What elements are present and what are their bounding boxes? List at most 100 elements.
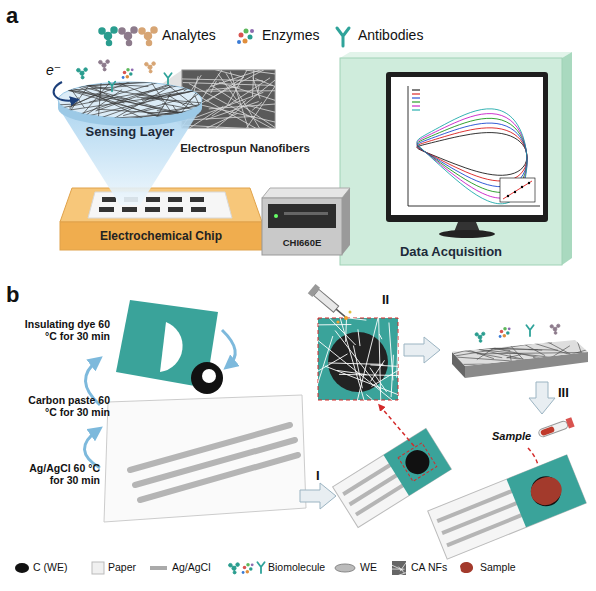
- biofunctional-layer: [526, 325, 533, 336]
- cv-curves: [417, 114, 527, 199]
- legend-icons-bottom: [229, 563, 240, 574]
- legend-icons-bottom: [392, 561, 406, 575]
- zoom-fibers: [379, 334, 381, 338]
- printing-steps: [191, 362, 223, 394]
- zoom-fibers: [318, 318, 324, 328]
- process-arrows: [404, 337, 440, 363]
- slab-fibers: [449, 335, 521, 352]
- instrument-box: [268, 204, 336, 228]
- sem-fibers: [258, 86, 259, 93]
- floating-biomolecules: [164, 73, 171, 84]
- disk-fibers: [124, 101, 176, 116]
- disk-fibers: [72, 81, 132, 105]
- biofunctional-layer: [550, 324, 560, 334]
- legend-entry: Antibodies: [358, 27, 423, 43]
- slab-fibers: [428, 335, 596, 371]
- electrochemical-chip-platform: [168, 197, 182, 202]
- monitor: [500, 178, 535, 202]
- legend-icons-top: [139, 27, 157, 46]
- zoom-fibers: [372, 368, 398, 386]
- legend-text: Antibodies: [358, 27, 423, 43]
- disk-fibers: [168, 95, 188, 108]
- disk-fibers: [65, 81, 221, 110]
- floating-biomolecules: [122, 68, 134, 79]
- electrospinning-zoom: [349, 311, 352, 314]
- slab-fibers: [513, 358, 596, 365]
- chip-with-sample: [526, 472, 565, 511]
- disk-fibers: [193, 77, 212, 86]
- disk-fibers: [68, 82, 151, 123]
- step-label: Carbon paste 60 °C for 30 min: [14, 394, 110, 418]
- legend-icons-top: [237, 29, 254, 45]
- legend-text: Ag/AgCl: [172, 561, 211, 573]
- legend-icons-bottom: [257, 562, 264, 573]
- printing-steps: [116, 300, 218, 388]
- disk-fibers: [37, 82, 176, 120]
- electrospinning-zoom: [336, 309, 345, 317]
- legend-text: WE: [360, 561, 377, 573]
- disk-fibers: [54, 83, 174, 123]
- sem-fibers: [246, 70, 275, 76]
- slab-fibers: [534, 357, 567, 369]
- legend-entry: CA NFs: [411, 561, 447, 573]
- printed-chip: [343, 463, 394, 495]
- disk-fibers: [80, 86, 154, 106]
- legend-text: Sample: [480, 561, 516, 573]
- electrochemical-chip-platform: [168, 207, 183, 212]
- zoom-fibers: [329, 363, 383, 364]
- cv-curves: [417, 123, 527, 187]
- slab-fibers: [434, 355, 574, 365]
- printing-steps: [84, 300, 306, 522]
- disk-fibers: [97, 109, 210, 116]
- floating-biomolecules: [145, 62, 156, 73]
- sem-fibers: [226, 74, 264, 128]
- floating-biomolecules: [99, 60, 110, 71]
- electrospinning-zoom: [308, 284, 349, 321]
- disk-fibers: [119, 83, 163, 101]
- electrochemical-chip-platform: [60, 222, 262, 250]
- electrospinning-zoom: [314, 289, 339, 312]
- slab-fibers: [493, 369, 566, 370]
- process-arrows: [529, 382, 555, 414]
- slab-fibers: [477, 340, 552, 343]
- disk-fibers: [195, 96, 204, 114]
- cv-curves: [412, 94, 420, 95]
- disk-fibers: [165, 96, 230, 114]
- electrospinning-zoom: [344, 316, 348, 320]
- panel-letter: a: [6, 3, 36, 28]
- disk-fibers: [176, 84, 202, 120]
- sem-fibers: [228, 70, 247, 104]
- legend-text: C (WE): [33, 561, 67, 573]
- disk-fibers: [117, 113, 186, 118]
- sample-tube: [538, 420, 569, 438]
- chip-with-sample: [507, 455, 587, 528]
- printing-steps: [160, 322, 183, 372]
- disk-fibers: [172, 112, 222, 114]
- slab-fibers: [463, 344, 510, 351]
- disk-fibers: [71, 80, 190, 87]
- monitor: [528, 182, 530, 184]
- sensing-cone: [60, 110, 200, 205]
- step-numeral: I: [316, 469, 336, 484]
- sem-fibers: [246, 75, 275, 128]
- node-label: Data Acquisition: [400, 244, 502, 259]
- slab-fibers: [455, 347, 557, 350]
- data-acquisition-box: [562, 52, 572, 265]
- disk-fibers: [159, 85, 230, 96]
- monitor: [386, 72, 548, 238]
- instrument-box: [262, 198, 342, 255]
- legend-text: Enzymes: [262, 27, 320, 43]
- electrospinning-zoom: [307, 284, 414, 414]
- zoom-fibers: [397, 320, 398, 377]
- legend-text: Analytes: [162, 27, 216, 43]
- disk-fibers: [64, 79, 85, 108]
- disk-fibers: [96, 81, 181, 111]
- legend-icons-top: [337, 28, 349, 46]
- printing-steps: [104, 395, 306, 522]
- electrochemical-chip-platform: [99, 207, 114, 212]
- step-numeral: II: [382, 293, 412, 308]
- sensing-cone: [58, 82, 202, 118]
- legend-fibers: [392, 561, 406, 575]
- floating-biomolecules: [109, 82, 116, 92]
